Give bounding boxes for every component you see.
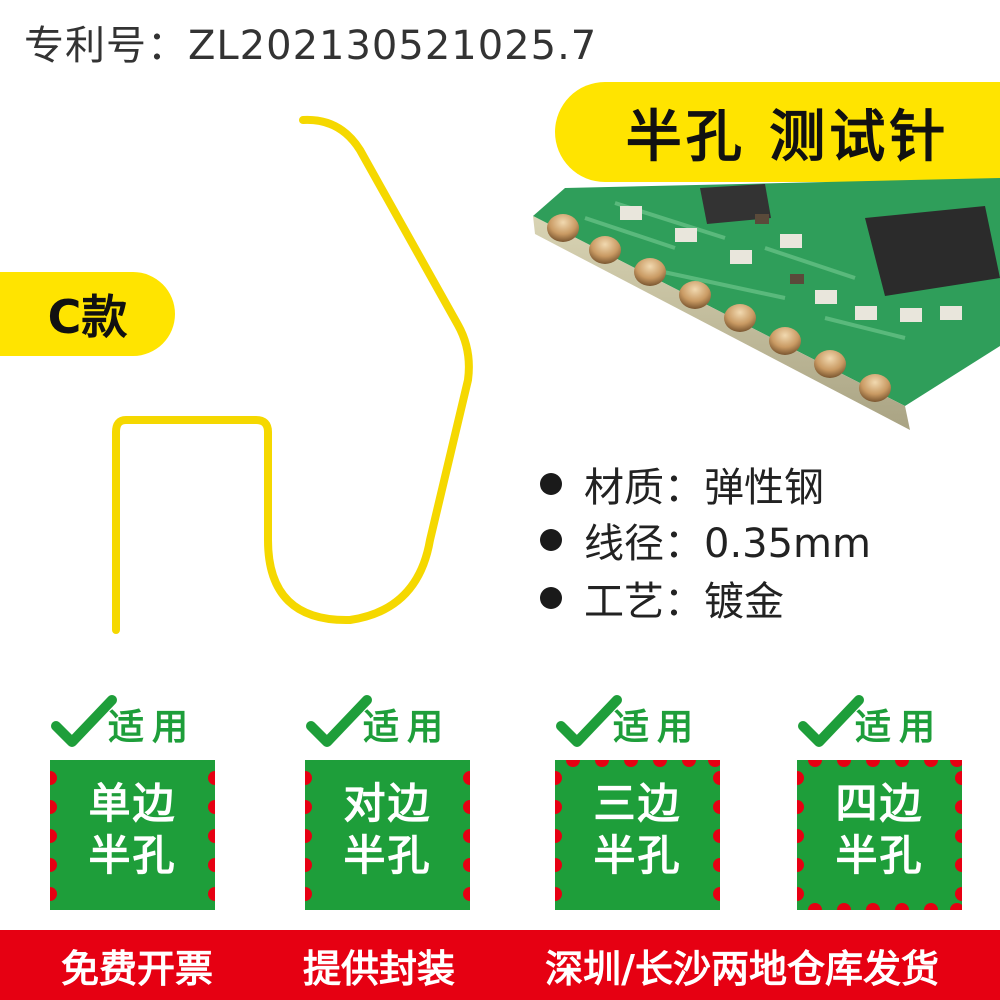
stamp-frame [797, 760, 962, 910]
patent-number: 专利号：ZL202130521025.7 [24, 23, 598, 69]
stamp-frame [305, 760, 470, 910]
badge-apply-label: 适用 [363, 707, 452, 748]
badge-line1: 四边 [835, 779, 924, 828]
spec-wire-diameter: 线径：0.35mm [540, 510, 871, 570]
checkmark-icon [51, 695, 117, 747]
spec-material-text: 材质：弹性钢 [584, 465, 824, 511]
footer-invoice: 免费开票 [61, 946, 214, 991]
badge-line2: 半孔 [593, 831, 682, 880]
model-text: C款 [47, 290, 128, 344]
badge-line1: 单边 [88, 779, 177, 828]
badge-type-text: 三边 半孔 [555, 778, 720, 882]
bullet-dot-icon [540, 473, 562, 495]
badge-type-text: 单边 半孔 [50, 778, 215, 882]
badge-apply-label: 适用 [108, 707, 197, 748]
spec-process: 工艺：镀金 [540, 568, 784, 628]
badge-line2: 半孔 [88, 831, 177, 880]
test-pin-wire-illustration [112, 115, 473, 634]
checkmark-icon [556, 695, 622, 747]
bullet-dot-icon [540, 587, 562, 609]
pcb-module-illustration [533, 178, 1000, 430]
title-banner: 半孔 测试针 [555, 82, 1000, 182]
footer-banner: 免费开票 提供封装 深圳/长沙两地仓库发货 [0, 930, 1000, 1000]
badge-line1: 三边 [593, 779, 682, 828]
badge-opposite-sides: 适用 对边 半孔 [305, 694, 470, 912]
badge-line2: 半孔 [835, 831, 924, 880]
badge-four-sides: 适用 四边 半孔 [797, 694, 962, 912]
pcb-board-edge [533, 216, 910, 430]
checkmark-icon [798, 695, 864, 747]
spec-wire-diameter-text: 线径：0.35mm [584, 521, 871, 567]
checkmark-icon [306, 695, 372, 747]
model-badge: C款 [0, 272, 175, 356]
spec-material: 材质：弹性钢 [540, 454, 824, 514]
castellated-pads [547, 214, 891, 402]
spec-process-text: 工艺：镀金 [584, 579, 784, 625]
bullet-dot-icon [540, 529, 562, 551]
chip-large [865, 206, 1000, 296]
title-text: 半孔 测试针 [625, 104, 950, 170]
stamp-frame [50, 760, 215, 910]
smd-components [620, 206, 962, 322]
footer-package: 提供封装 [303, 946, 456, 991]
pcb-traces [584, 201, 906, 340]
footer-shipping: 深圳/长沙两地仓库发货 [545, 946, 939, 991]
badge-line2: 半孔 [343, 831, 432, 880]
wire-path [112, 115, 473, 634]
badge-type-text: 四边 半孔 [797, 778, 962, 882]
badge-three-sides: 适用 三边 半孔 [555, 694, 720, 912]
badge-apply-label: 适用 [855, 707, 944, 748]
badge-single-side: 适用 单边 半孔 [50, 694, 215, 912]
stamp-frame [555, 760, 720, 910]
chip-small [700, 184, 771, 224]
badge-line1: 对边 [343, 779, 432, 828]
badge-type-text: 对边 半孔 [305, 778, 470, 882]
badge-apply-label: 适用 [613, 707, 702, 748]
